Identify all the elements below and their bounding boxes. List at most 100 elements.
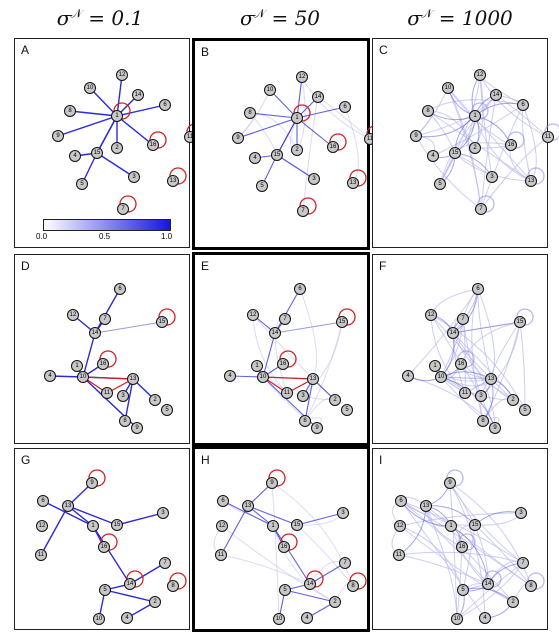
node-circle bbox=[301, 612, 313, 624]
node-label: 13 bbox=[528, 178, 535, 184]
weak-edge bbox=[452, 321, 521, 334]
weak-edge bbox=[304, 321, 343, 422]
node-label: 15 bbox=[339, 319, 346, 325]
node-label: 14 bbox=[272, 330, 279, 336]
weak-edge bbox=[344, 106, 359, 184]
weak-edge bbox=[456, 546, 463, 620]
node-label: 12 bbox=[477, 72, 484, 78]
node-circle bbox=[279, 584, 291, 596]
node-label: 11 bbox=[367, 136, 374, 142]
node-8: 8 bbox=[244, 107, 256, 119]
node-4: 4 bbox=[479, 612, 491, 624]
edge bbox=[82, 332, 96, 378]
node-circle bbox=[482, 578, 494, 590]
column-title-sigma-50: σ𝒩 = 50 bbox=[239, 6, 321, 30]
node-10: 10 bbox=[84, 82, 96, 94]
node-1: 1 bbox=[445, 520, 457, 532]
node-circle bbox=[402, 370, 414, 382]
node-16: 16 bbox=[278, 541, 290, 553]
node-label: 6 bbox=[298, 286, 302, 292]
node-label: 11 bbox=[396, 552, 403, 558]
node-10: 10 bbox=[93, 613, 105, 625]
node-circle bbox=[86, 477, 98, 489]
node-label: 9 bbox=[135, 425, 139, 431]
node-circle bbox=[449, 147, 461, 159]
node-circle bbox=[329, 596, 341, 608]
weak-edge bbox=[474, 512, 522, 526]
node-2: 2 bbox=[111, 142, 123, 154]
edge bbox=[296, 512, 344, 526]
node-label: 12 bbox=[299, 74, 306, 80]
edge bbox=[94, 288, 121, 334]
node-label: 14 bbox=[127, 581, 134, 587]
node-circle bbox=[249, 152, 261, 164]
node-2: 2 bbox=[469, 142, 481, 154]
node-circle bbox=[517, 99, 529, 111]
column-title-sigma-0-1: σ𝒩 = 0.1 bbox=[56, 6, 144, 30]
node-11: 11 bbox=[35, 549, 47, 561]
node-label: 8 bbox=[171, 583, 175, 589]
node-label: 10 bbox=[454, 616, 461, 622]
node-circle bbox=[77, 371, 89, 383]
node-label: 6 bbox=[118, 286, 122, 292]
node-10: 10 bbox=[435, 371, 447, 383]
node-label: 10 bbox=[260, 374, 267, 380]
node-circle bbox=[457, 584, 469, 596]
node-label: 13 bbox=[350, 180, 357, 186]
edge bbox=[96, 152, 135, 178]
node-circle bbox=[121, 612, 133, 624]
node-9: 9 bbox=[410, 130, 422, 142]
node-circle bbox=[329, 394, 341, 406]
weak-edge bbox=[474, 524, 532, 587]
node-14: 14 bbox=[312, 91, 324, 103]
weak-edge bbox=[454, 152, 532, 182]
node-12: 12 bbox=[36, 520, 48, 532]
node-6: 6 bbox=[517, 99, 529, 111]
node-circle bbox=[244, 107, 256, 119]
weak-edge bbox=[302, 321, 343, 397]
node-2: 2 bbox=[149, 394, 161, 406]
node-circle bbox=[469, 142, 481, 154]
node-circle bbox=[308, 173, 320, 185]
node-label: 16 bbox=[281, 544, 288, 550]
node-12: 12 bbox=[247, 309, 259, 321]
node-circle bbox=[117, 203, 129, 215]
node-15: 15 bbox=[336, 316, 348, 328]
node-circle bbox=[444, 477, 456, 489]
node-label: 5 bbox=[80, 181, 84, 187]
node-label: 8 bbox=[303, 418, 307, 424]
node-circle bbox=[271, 149, 283, 161]
node-circle bbox=[457, 313, 469, 325]
node-3: 3 bbox=[117, 390, 129, 402]
node-label: 2 bbox=[333, 599, 337, 605]
node-label: 11 bbox=[545, 134, 552, 140]
node-circle bbox=[486, 171, 498, 183]
node-label: 7 bbox=[103, 316, 107, 322]
node-circle bbox=[161, 404, 173, 416]
edge bbox=[92, 525, 131, 585]
node-label: 12 bbox=[70, 312, 77, 318]
node-label: 14 bbox=[92, 330, 99, 336]
node-7: 7 bbox=[99, 313, 111, 325]
node-circle bbox=[281, 387, 293, 399]
node-circle bbox=[116, 69, 128, 81]
node-circle bbox=[507, 596, 519, 608]
node-4: 4 bbox=[402, 370, 414, 382]
node-circle bbox=[341, 404, 353, 416]
node-circle bbox=[422, 105, 434, 117]
weak-edge bbox=[519, 321, 526, 411]
node-circle bbox=[434, 178, 446, 190]
weak-edge bbox=[471, 288, 484, 422]
panel-label-f: F bbox=[379, 259, 387, 273]
node-circle bbox=[279, 313, 291, 325]
node-label: 10 bbox=[96, 616, 103, 622]
node-5: 5 bbox=[434, 178, 446, 190]
node-circle bbox=[215, 549, 227, 561]
node-label: 15 bbox=[517, 319, 524, 325]
node-3: 3 bbox=[157, 507, 169, 519]
node-label: 9 bbox=[90, 480, 94, 486]
node-circle bbox=[327, 141, 339, 153]
weak-edge bbox=[450, 525, 514, 603]
node-1: 1 bbox=[267, 520, 279, 532]
